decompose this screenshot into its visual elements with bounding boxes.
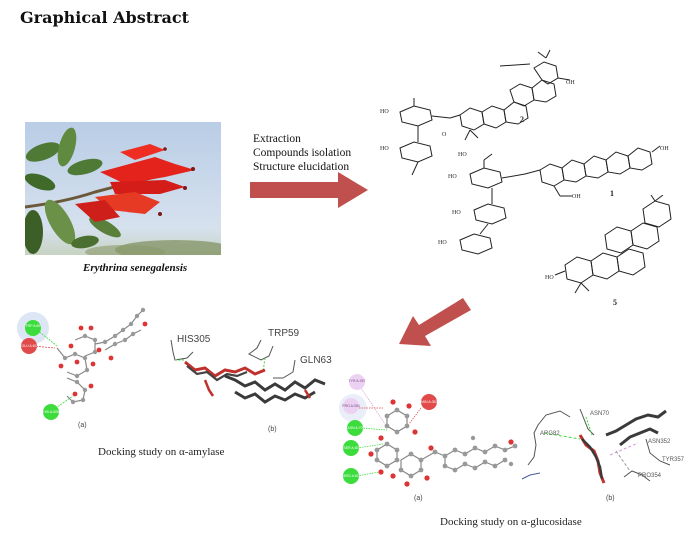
glucosidase-caption: Docking study on α-glucosidase — [440, 516, 582, 528]
residue-badge — [347, 420, 363, 436]
residue-label: PRO A:354 — [342, 404, 360, 408]
amylase-3d-pose: HIS305 TRP59 GLN63 — [170, 328, 332, 404]
svg-text:O: O — [442, 132, 447, 138]
compound-2-label: 2 — [520, 115, 524, 124]
oh-label: OH — [660, 146, 669, 152]
glucosidase-2d-diagram: TYR A:357 PRO A:354 ASN A:70 SER A:83 AR… — [339, 374, 518, 487]
residue-badge — [421, 394, 437, 410]
process-steps: Extraction Compounds isolation Structure… — [253, 132, 351, 174]
residue-label: GLN63 — [300, 355, 332, 366]
plant-photo-graphic — [25, 122, 221, 255]
residue-label: ASN352 — [648, 439, 671, 445]
residue-badge — [343, 468, 359, 484]
residue-badge — [43, 404, 59, 420]
amylase-caption: Docking study on α-amylase — [98, 446, 225, 458]
ho-label: HO — [380, 146, 389, 152]
step-elucidation: Structure elucidation — [253, 161, 350, 173]
amylase-panel-a-label: (a) — [78, 422, 87, 429]
residue-label: ARG A:82 — [343, 474, 359, 478]
residue-label: ASN A:352 — [420, 400, 437, 404]
residue-badge — [25, 320, 41, 336]
residue-label: SER A:83 — [343, 446, 358, 450]
arrow-down-left-icon — [399, 298, 471, 346]
ho-label: HO — [438, 240, 447, 246]
compound-5-structure: HO 5 — [545, 195, 672, 307]
residue-label: TRP59 — [268, 328, 300, 339]
residue-badge — [21, 338, 37, 354]
plant-photo — [25, 122, 221, 255]
residue-label: GLU A:63 — [21, 344, 36, 348]
step-extraction: Extraction — [253, 133, 301, 145]
residue-badge — [343, 440, 359, 456]
compound-5-label: 5 — [613, 298, 617, 307]
residue-label: TYR A:357 — [349, 379, 366, 383]
ho-label: HO — [380, 109, 389, 115]
residue-label: PRO354 — [638, 473, 662, 479]
oh-label: OH — [572, 194, 581, 200]
residue-badge — [343, 398, 359, 414]
page-title: Graphical Abstract — [20, 8, 190, 27]
amylase-panel-b-label: (b) — [268, 426, 277, 433]
plant-caption: Erythrina senegalensis — [83, 262, 188, 274]
glucosidase-panel-a-label: (a) — [414, 495, 423, 502]
glucosidase-panel-b-label: (b) — [606, 495, 615, 502]
ho-label: HO — [452, 210, 461, 216]
ho-label: HO — [545, 275, 554, 281]
residue-label: ASN70 — [590, 411, 610, 417]
arrow-right-icon — [250, 172, 368, 208]
residue-label: TYR357 — [662, 457, 685, 463]
amylase-2d-diagram: TRP A:59 GLU A:63 HIS A:305 — [17, 307, 148, 420]
compound-1-label: 1 — [610, 189, 614, 198]
residue-label: HIS A:305 — [43, 410, 59, 414]
residue-label: ARG82 — [540, 431, 560, 437]
residue-label: ASN A:70 — [347, 426, 362, 430]
compound-2-structure: OH HO HO O 2 — [380, 49, 575, 176]
residue-label: TRP A:59 — [26, 324, 41, 328]
residue-badge — [349, 374, 365, 390]
step-isolation: Compounds isolation — [253, 147, 352, 159]
residue-label: HIS305 — [177, 334, 211, 345]
ho-label: HO — [458, 152, 467, 158]
glucosidase-3d-pose: ARG82 ASN70 ASN352 TYR357 PRO354 — [521, 408, 685, 484]
ho-label: HO — [448, 174, 457, 180]
oh-label: OH — [566, 80, 575, 86]
compound-1-structure: OH OH HO HO HO HO 1 — [438, 145, 669, 255]
